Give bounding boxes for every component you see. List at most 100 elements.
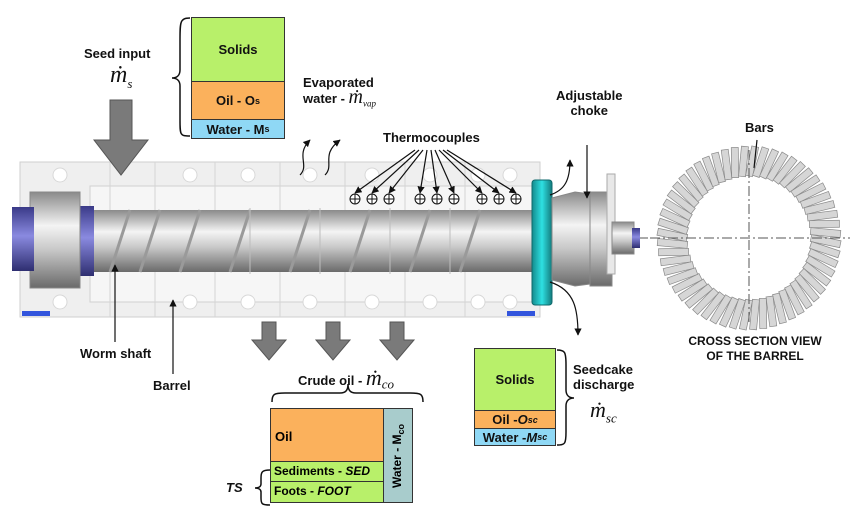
barrel-bar <box>772 292 787 325</box>
barrel-bar <box>656 238 689 249</box>
barrel-bar <box>711 151 726 184</box>
barrel-bar <box>678 173 704 203</box>
barrel-bar <box>795 182 827 203</box>
crude-oil-arrow-2 <box>314 321 352 361</box>
barrel-bar <box>772 155 798 185</box>
ts-label: TS <box>226 480 243 495</box>
crude-oil-arrow-3 <box>378 321 416 361</box>
barrel-bar <box>799 190 832 209</box>
thermocouple-cross <box>415 194 425 204</box>
thermocouple-leaders <box>354 149 517 194</box>
thermocouple-leader <box>434 149 455 194</box>
thermocouple-leader <box>442 149 500 194</box>
seed-input-symbol: ṁs <box>110 62 133 91</box>
seedcake-symbol: ṁsc <box>590 397 617 426</box>
barrel-bar <box>728 298 746 330</box>
barrel-bar <box>685 166 709 197</box>
barrel-bar <box>766 151 789 182</box>
barrel-bar <box>809 227 842 238</box>
barrel-bar <box>730 147 740 178</box>
foots-cell: Foots - FOOT <box>271 482 383 502</box>
seedcake-leader <box>549 281 582 336</box>
barrel-bar <box>684 283 714 309</box>
barrel-bar <box>693 160 714 192</box>
thermocouple-leader <box>371 149 420 194</box>
evap-arrow-1 <box>299 139 311 176</box>
barrel-bar <box>718 296 739 328</box>
crude-oil-label: Crude oil - ṁco <box>298 365 395 392</box>
bars-leader <box>753 139 758 169</box>
barrel-bar <box>720 148 733 181</box>
thermocouple-cross <box>367 194 377 204</box>
thermocouples <box>349 193 522 205</box>
barrel-bar <box>662 261 695 276</box>
thermocouple-leader <box>417 149 428 194</box>
barrel-bar <box>659 254 692 267</box>
barrel-bar <box>789 279 813 310</box>
barrel-bar <box>794 273 820 303</box>
barrel-cross-section <box>656 145 842 331</box>
ts-brace <box>254 469 271 506</box>
barrel-bar <box>709 294 732 325</box>
thermocouples-label: Thermocouples <box>383 130 480 145</box>
thermocouple-cross <box>350 194 360 204</box>
barrel-bar <box>798 267 826 295</box>
barrel-bar <box>657 217 689 235</box>
barrel-bar <box>758 298 768 329</box>
barrel-bar <box>778 161 806 189</box>
crude-brace <box>271 383 424 403</box>
barrel-bar <box>802 261 832 287</box>
barrel-bar <box>738 145 749 178</box>
worm-shaft-label: Worm shaft <box>80 346 152 361</box>
barrel-bar <box>806 209 839 222</box>
worm-shaft <box>12 191 538 289</box>
barrel-bar <box>752 146 770 178</box>
barrel-bar <box>692 287 720 315</box>
crude-water-cell: Water - Mco <box>383 409 412 502</box>
crude-oil-arrow-1 <box>250 321 288 361</box>
barrel-label: Barrel <box>153 378 191 393</box>
bars-label: Bars <box>745 120 774 135</box>
barrel-bar <box>809 241 841 259</box>
barrel-bar <box>807 248 839 269</box>
seedcake-solids: Solids <box>475 349 555 411</box>
barrel-bar <box>784 284 805 316</box>
barrel-bar <box>790 174 821 198</box>
barrel-bar <box>765 295 778 328</box>
crude-oil-cell: Oil <box>271 409 383 462</box>
flow-arrows <box>92 99 416 361</box>
thermocouple-leader <box>430 149 440 194</box>
thermocouple-cross <box>477 194 487 204</box>
barrel-bar <box>784 167 814 193</box>
seedcake-brace <box>556 349 575 446</box>
crude-oil-composition-box: Oil Sediments - SED Foots - FOOT Water -… <box>270 408 413 503</box>
adjustable-choke-assembly <box>531 173 655 306</box>
thermocouple-cross <box>449 194 459 204</box>
barrel-bar <box>809 219 840 229</box>
barrel-bar <box>700 291 726 321</box>
thermocouple-cross <box>494 194 504 204</box>
crude-water-label: Water - Mco <box>389 423 407 488</box>
barrel-bar <box>759 148 780 180</box>
barrel-bar <box>666 267 699 286</box>
seed-input-label: Seed input <box>84 46 151 61</box>
barrel-bar <box>671 273 703 294</box>
thermocouple-leader <box>438 149 483 194</box>
thermocouple-leader <box>446 149 517 194</box>
barrel-bar <box>701 155 720 188</box>
thermocouple-leader <box>388 149 424 194</box>
barrel-bar <box>778 288 797 321</box>
barrel-bar <box>805 255 836 278</box>
seed-brace <box>171 17 191 137</box>
thermocouple-cross <box>511 194 521 204</box>
evap-arrow-2 <box>324 139 341 176</box>
